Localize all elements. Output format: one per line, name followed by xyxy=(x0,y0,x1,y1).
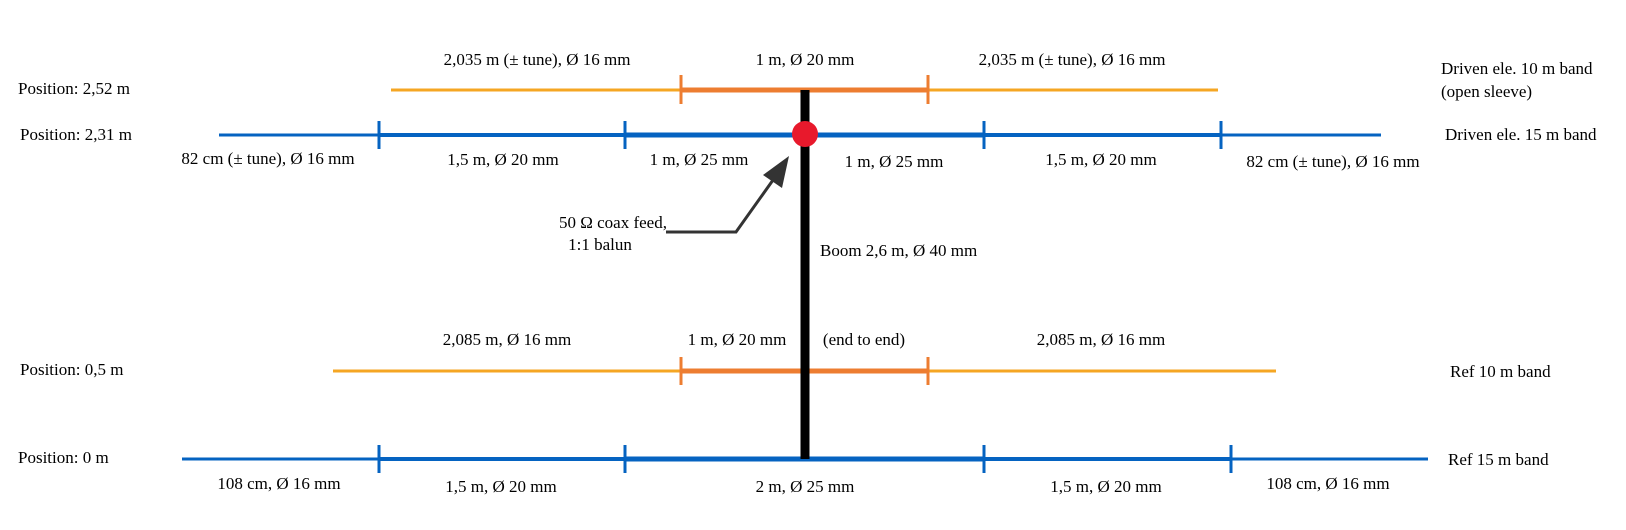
element-label-driven-10m: Driven ele. 10 m band xyxy=(1441,59,1593,78)
dimension-label: 2 m, Ø 25 mm xyxy=(756,477,855,496)
position-label: Position: 0,5 m xyxy=(20,360,123,379)
dimension-label: 108 cm, Ø 16 mm xyxy=(217,474,340,493)
dimension-label: 82 cm (± tune), Ø 16 mm xyxy=(181,149,354,168)
dimension-label: 1 m, Ø 20 mm xyxy=(756,50,855,69)
dimension-label: 2,035 m (± tune), Ø 16 mm xyxy=(444,50,631,69)
dimension-label: 2,085 m, Ø 16 mm xyxy=(443,330,571,349)
driven-15m-element xyxy=(219,121,1381,149)
feed-note: 1:1 balun xyxy=(568,235,632,254)
boom-label: Boom 2,6 m, Ø 40 mm xyxy=(820,241,977,260)
dimension-label: 82 cm (± tune), Ø 16 mm xyxy=(1246,152,1419,171)
dimension-label: 1 m, Ø 20 mm xyxy=(688,330,787,349)
feed-point-icon xyxy=(792,121,818,147)
position-label: Position: 0 m xyxy=(18,448,109,467)
element-label-driven-10m-note: (open sleeve) xyxy=(1441,82,1532,101)
dimension-label: 1,5 m, Ø 20 mm xyxy=(1050,477,1161,496)
feed-note: 50 Ω coax feed, xyxy=(559,213,667,232)
dimension-label: 1 m, Ø 25 mm xyxy=(650,150,749,169)
dimension-label: 2,085 m, Ø 16 mm xyxy=(1037,330,1165,349)
position-label: Position: 2,52 m xyxy=(18,79,130,98)
dimension-label: (end to end) xyxy=(823,330,905,349)
dimension-label: 1,5 m, Ø 20 mm xyxy=(1045,150,1156,169)
dimension-label: 108 cm, Ø 16 mm xyxy=(1266,474,1389,493)
dimension-label: 1 m, Ø 25 mm xyxy=(845,152,944,171)
dimension-label: 1,5 m, Ø 20 mm xyxy=(445,477,556,496)
element-label-driven-15m: Driven ele. 15 m band xyxy=(1445,125,1597,144)
dimension-label: 2,035 m (± tune), Ø 16 mm xyxy=(979,50,1166,69)
element-label-ref-15m: Ref 15 m band xyxy=(1448,450,1549,469)
element-label-ref-10m: Ref 10 m band xyxy=(1450,362,1551,381)
position-label: Position: 2,31 m xyxy=(20,125,132,144)
feed-arrow-icon xyxy=(666,156,789,234)
dimension-label: 1,5 m, Ø 20 mm xyxy=(447,150,558,169)
